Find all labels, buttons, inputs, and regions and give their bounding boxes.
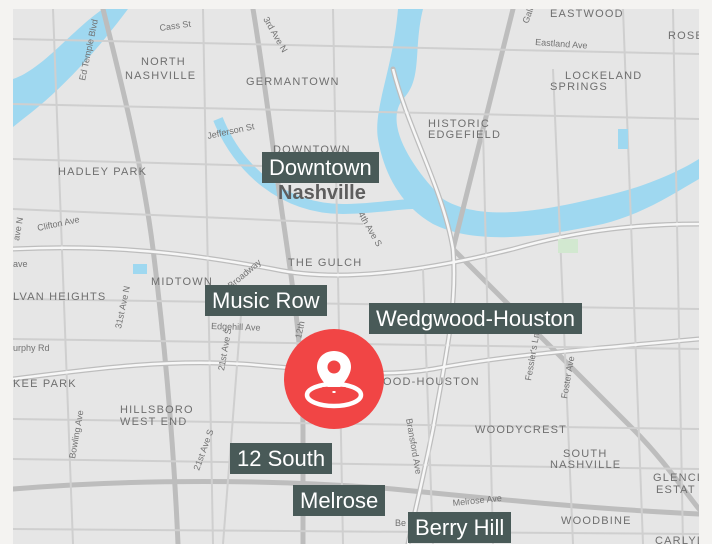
map-canvas[interactable]: EASTWOOD ROSE NORTH NASHVILLE GERMANTOWN… xyxy=(13,9,699,544)
label-estat: ESTAT xyxy=(656,484,696,496)
map-pin-icon xyxy=(304,351,364,409)
label-nashville-south: NASHVILLE xyxy=(550,459,621,471)
map-base-layer: EASTWOOD ROSE NORTH NASHVILLE GERMANTOWN… xyxy=(13,9,699,544)
street-be: Be xyxy=(395,518,406,528)
label-north: NORTH xyxy=(141,56,186,68)
label-glencl: GLENCL xyxy=(653,472,699,484)
street-eastland-ave: Eastland Ave xyxy=(535,37,588,51)
tag-12-south[interactable]: 12 South xyxy=(230,443,333,474)
street-12th: 12th xyxy=(293,320,306,339)
label-the-gulch: THE GULCH xyxy=(288,257,362,269)
label-germantown: GERMANTOWN xyxy=(246,76,340,88)
street-cass-st: Cass St xyxy=(159,19,192,33)
label-lvan-heights: LVAN HEIGHTS xyxy=(13,291,106,303)
label-ood-houston: OOD-HOUSTON xyxy=(383,376,480,388)
label-carlyl: CARLYL xyxy=(655,535,699,544)
label-hillsboro: HILLSBORO xyxy=(120,404,194,416)
label-springs: SPRINGS xyxy=(550,81,608,93)
label-lockeland: LOCKELAND xyxy=(565,70,642,82)
label-woodbine: WOODBINE xyxy=(561,515,632,527)
label-midtown: MIDTOWN xyxy=(151,276,213,288)
cumberland-river xyxy=(13,9,128,127)
street-murphy-rd: urphy Rd xyxy=(13,343,50,353)
label-nashville-north: NASHVILLE xyxy=(125,70,196,82)
label-west-end: WEST END xyxy=(120,416,187,428)
tag-melrose[interactable]: Melrose xyxy=(293,485,386,516)
label-woodycrest: WOODYCREST xyxy=(475,424,567,436)
location-pin-marker[interactable] xyxy=(284,329,384,429)
tag-music-row[interactable]: Music Row xyxy=(205,285,327,316)
label-rose: ROSE xyxy=(668,30,699,42)
label-city-nashville: Nashville xyxy=(278,182,366,204)
label-edgefield: EDGEFIELD xyxy=(428,129,501,141)
tag-wedgwood-houston[interactable]: Wedgwood-Houston xyxy=(369,303,582,334)
street-ave-left: ave xyxy=(13,259,28,269)
tag-berry-hill[interactable]: Berry Hill xyxy=(408,512,512,543)
label-south: SOUTH xyxy=(563,448,608,460)
label-hadley-park: HADLEY PARK xyxy=(58,166,147,178)
label-eastwood: EASTWOOD xyxy=(550,9,624,20)
tag-downtown[interactable]: Downtown xyxy=(262,152,379,183)
label-historic: HISTORIC xyxy=(428,118,490,130)
cumberland-river-east xyxy=(377,9,699,238)
street-ave-n-left: ave N xyxy=(13,216,25,241)
street-edgehill-ave: Edgehill Ave xyxy=(211,321,261,333)
label-kee-park: KEE PARK xyxy=(13,378,77,390)
